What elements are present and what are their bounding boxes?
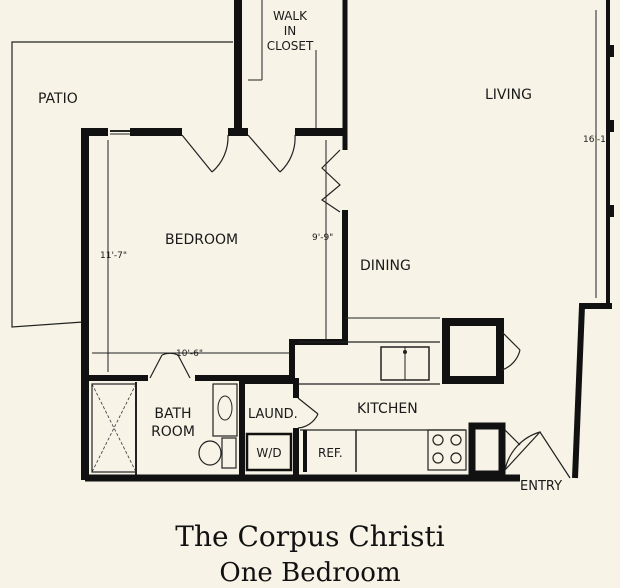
window-mark: [606, 205, 614, 217]
bath-label-1: BATH: [154, 406, 191, 422]
laundry-door-swing: [297, 397, 319, 429]
patio-label: PATIO: [38, 91, 78, 107]
toilet-tank: [221, 437, 237, 469]
entry-label: ENTRY: [520, 479, 562, 494]
range: [427, 429, 467, 471]
shower-cross: [91, 383, 137, 473]
laundry-label: LAUND.: [248, 407, 298, 422]
kitchen-label: KITCHEN: [357, 401, 418, 417]
dining-label: DINING: [360, 258, 411, 274]
entry-closet-door: [504, 429, 521, 446]
closet-label-3: CLOSET: [267, 39, 314, 53]
living-dimension-label: 16'-1": [583, 135, 610, 145]
toilet-icon: [198, 440, 222, 466]
east-wall: [572, 303, 612, 479]
pantry-door-swing: [501, 331, 521, 371]
patio-outline: [11, 41, 233, 328]
washer-dryer-label: W/D: [256, 446, 281, 460]
bifold-door: [320, 149, 341, 213]
bedroom-door-swing: [181, 134, 229, 173]
plan-title: The Corpus Christi: [175, 520, 445, 553]
closet-door-swing: [247, 134, 296, 173]
vanity: [212, 383, 238, 437]
burner-icon: [432, 434, 444, 446]
window-mark: [606, 45, 614, 57]
bath-label-2: ROOM: [151, 424, 195, 440]
bedroom-label: BEDROOM: [165, 232, 238, 248]
closet-label-2: IN: [284, 24, 297, 38]
burner-icon: [450, 452, 462, 464]
bedroom-width-label: 10'-6": [176, 349, 203, 359]
bedroom-depth-label: 9'-9": [312, 233, 333, 243]
sink-icon: [217, 395, 233, 421]
floor-plan: 16'-1" 11'-7" 9'-9" 10'-6": [11, 0, 614, 494]
washer-dryer-box: [245, 432, 293, 472]
refrigerator-label: REF.: [318, 446, 343, 460]
burner-icon: [432, 452, 444, 464]
entry-door-swing: [504, 431, 571, 479]
bedroom-height-label: 11'-7": [100, 251, 127, 261]
window-mark: [606, 120, 614, 132]
pantry: [442, 318, 504, 384]
plan-subtitle: One Bedroom: [219, 558, 401, 588]
bedroom-wall-top-left: [81, 128, 108, 480]
closet-label-1: WALK: [273, 9, 308, 23]
entry-closet: [468, 422, 506, 478]
faucet-icon: [403, 350, 407, 354]
living-label: LIVING: [485, 87, 532, 103]
shower: [91, 383, 137, 473]
burner-icon: [450, 434, 462, 446]
